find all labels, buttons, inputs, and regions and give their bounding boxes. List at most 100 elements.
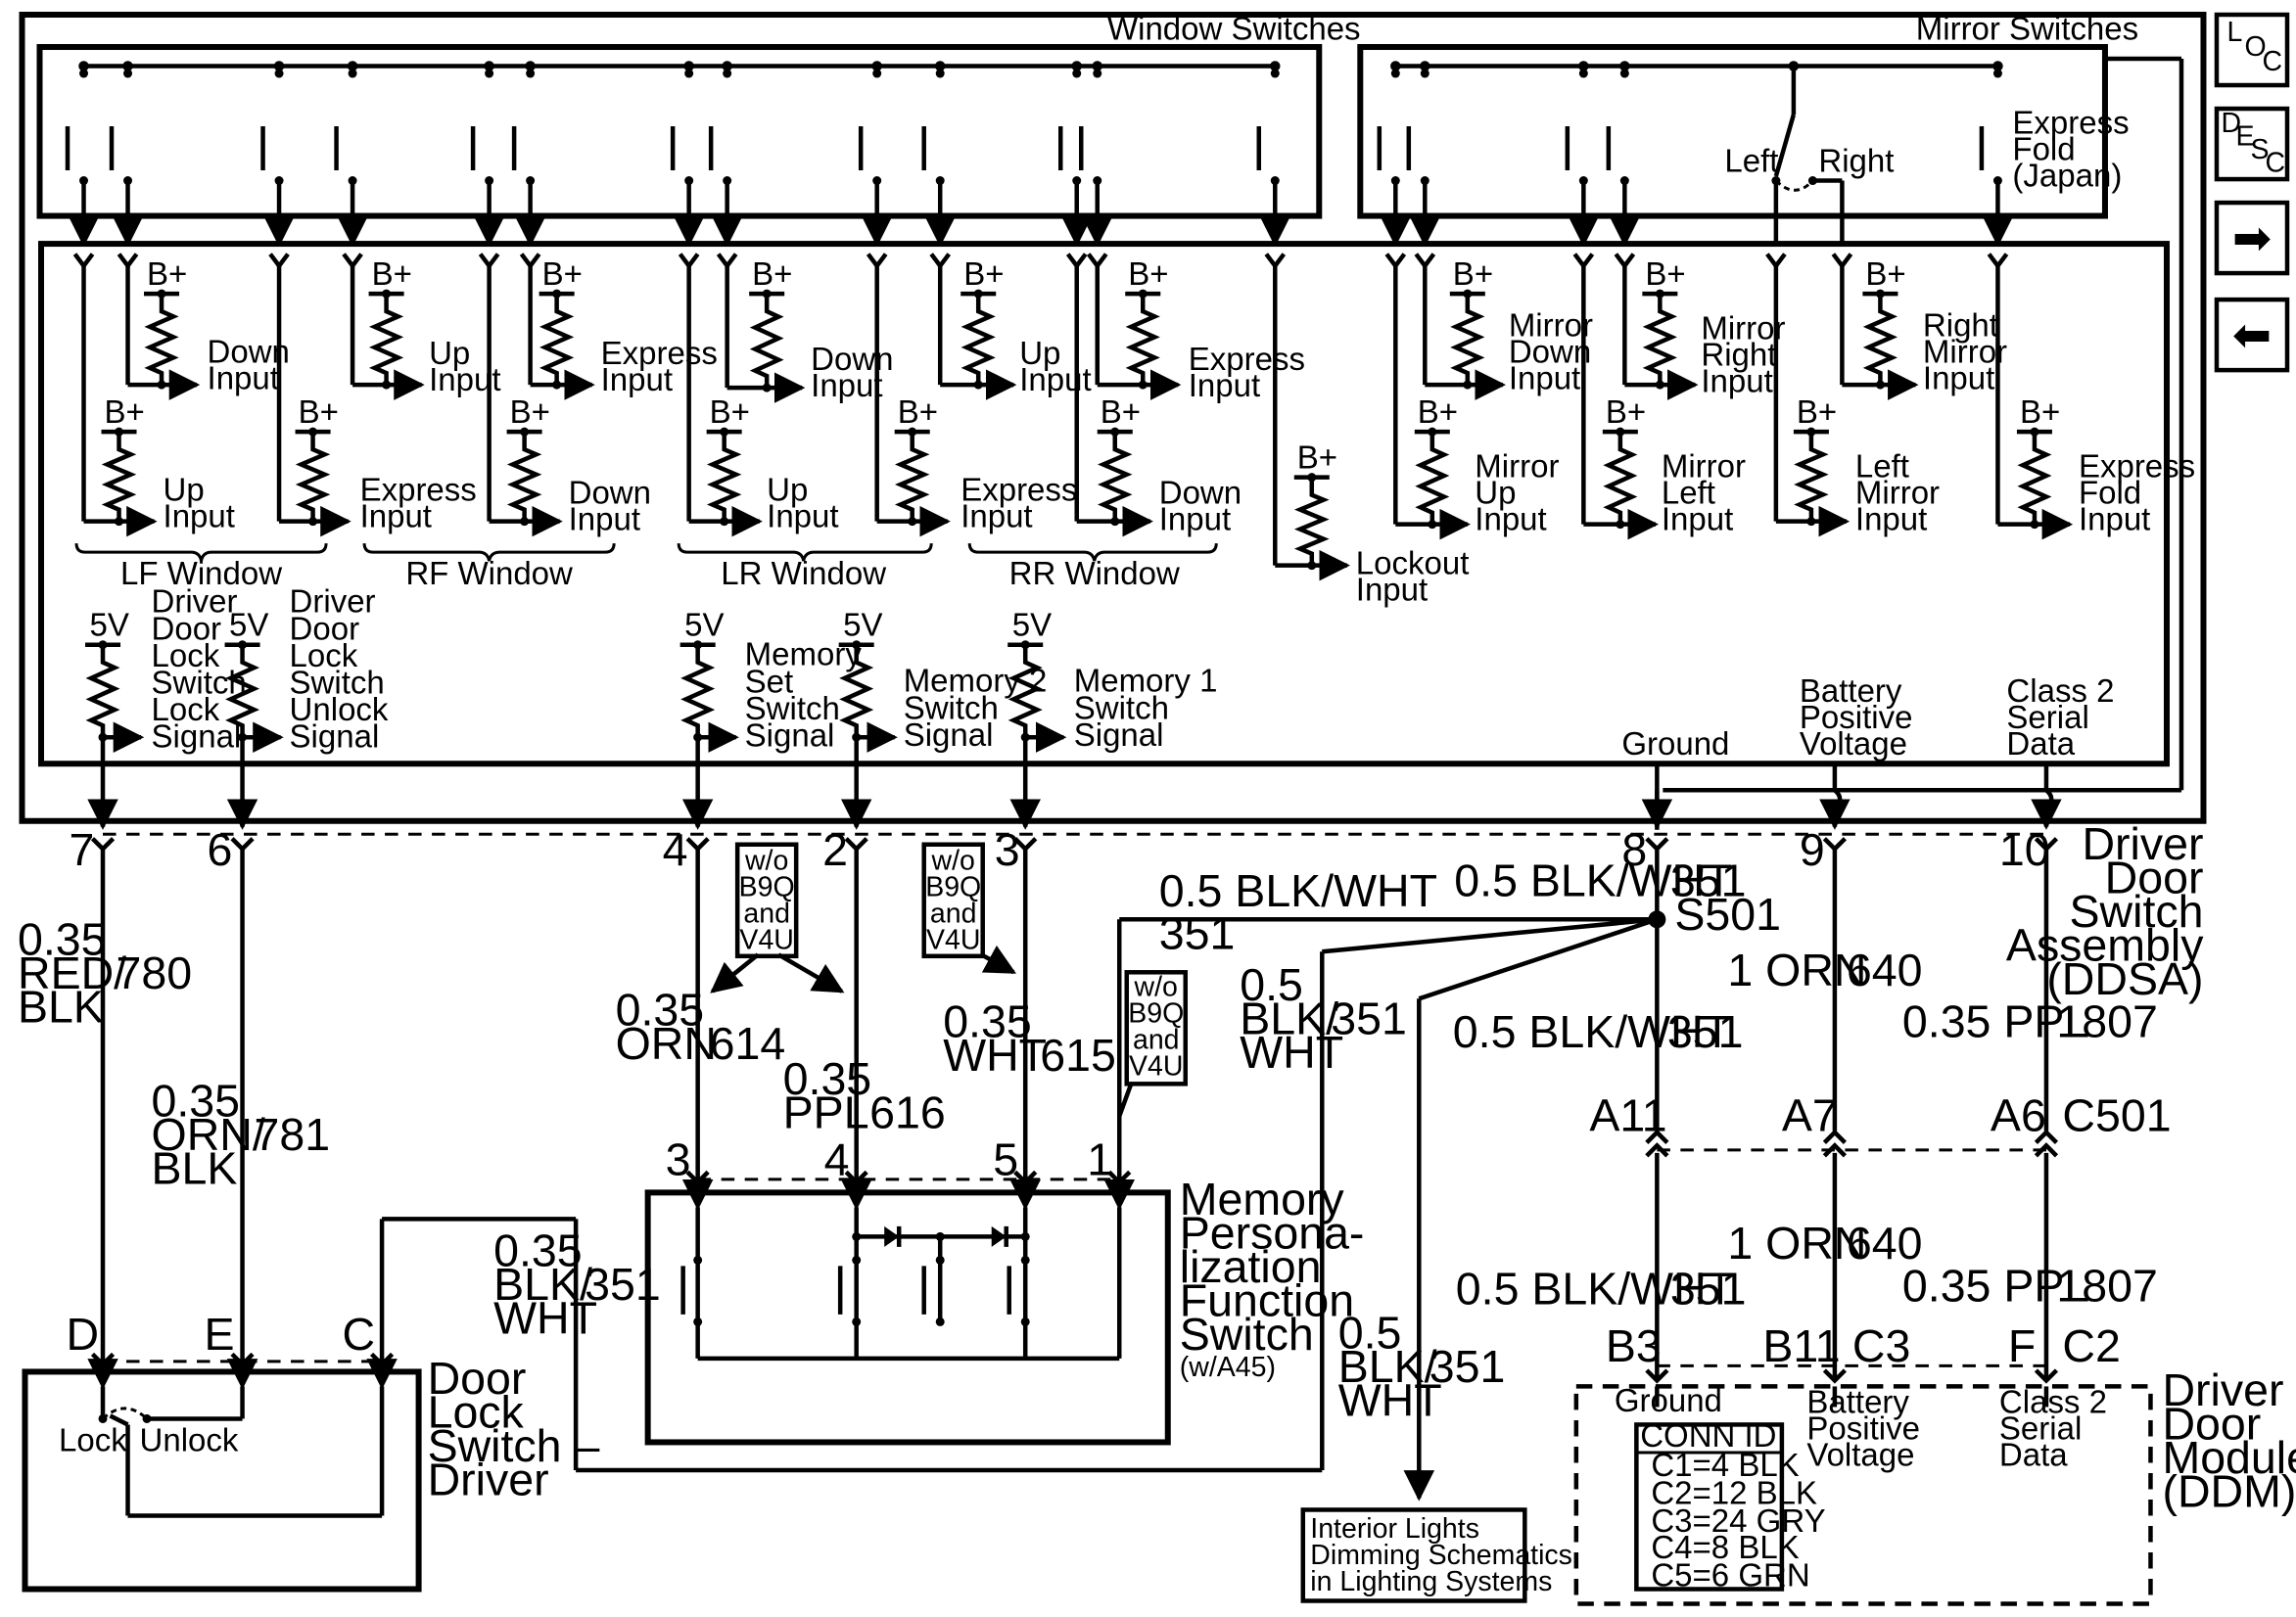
wire-1807-lower-label: 0.35 PPL 1807	[1902, 1260, 2158, 1311]
pin-9: 9	[1800, 824, 1825, 875]
bplus-label: B+	[510, 393, 550, 430]
bplus-label: B+	[1128, 255, 1168, 292]
svg-text:and: and	[930, 898, 977, 929]
bplus-label: B+	[710, 393, 750, 430]
memory1-signal-text: Memory 1	[1074, 663, 1218, 699]
svg-text:Assembly: Assembly	[2006, 919, 2204, 970]
bus-node	[1071, 61, 1082, 71]
module-pin	[1765, 253, 1787, 270]
bplus-label: B+	[898, 393, 938, 430]
module-pin	[1065, 253, 1088, 270]
svg-text:351: 351	[1429, 1341, 1506, 1392]
loc-button[interactable]: L O C	[2214, 12, 2290, 88]
interior-lights-reference[interactable]: Interior Lights Dimming Schematics in Li…	[1300, 1507, 1572, 1603]
module-inputs: B+DownInputB+UpInputB+ExpressInputB+Down…	[81, 255, 2195, 608]
left-mirror-input-text: Input	[1855, 501, 1927, 537]
pin-2: 2	[822, 824, 848, 875]
svg-text:Switch: Switch	[1180, 1309, 1314, 1360]
svg-text:1 ORN: 1 ORN	[1727, 1218, 1866, 1269]
v5-label: 5V	[843, 607, 882, 643]
wire-614-label: 0.35 ORN 614	[616, 984, 786, 1069]
svg-text:Dimming Schematics: Dimming Schematics	[1310, 1540, 1572, 1571]
ddsa-class2-label-3: Data	[2006, 725, 2075, 762]
module-pin	[117, 253, 139, 270]
mirror-selector-switch	[1771, 66, 1845, 245]
ddm-pin-c3: C3	[1852, 1320, 1910, 1371]
svg-text:Door: Door	[2162, 1398, 2261, 1449]
svg-text:BLK: BLK	[152, 1142, 238, 1193]
mirror-left-input-text: Left	[1662, 475, 1715, 511]
right-mirror-input-text: Right	[1923, 307, 1998, 344]
svg-text:RED/: RED/	[18, 947, 126, 998]
ddm-pin-b3: B3	[1606, 1320, 1662, 1371]
lock-signal-text: Door	[152, 610, 222, 646]
svg-text:0.5 BLK/WHT: 0.5 BLK/WHT	[1453, 1006, 1731, 1057]
svg-text:0.35: 0.35	[18, 913, 107, 964]
bus-node	[1390, 61, 1401, 71]
rf-down-input-text: Down	[569, 475, 651, 511]
ddsa-battery-label-3: Voltage	[1800, 725, 1907, 762]
arrow-right-icon: ➡	[2232, 211, 2272, 266]
previous-page-button[interactable]: ⬅	[2214, 297, 2290, 373]
express-fold-label-1: Express	[2012, 105, 2129, 141]
svg-text:V4U: V4U	[1129, 1050, 1183, 1082]
ddm-pin-b11: B11	[1762, 1320, 1840, 1371]
svg-text:and: and	[1133, 1024, 1180, 1055]
svg-text:Interior Lights: Interior Lights	[1310, 1513, 1479, 1545]
switch-contact	[708, 66, 743, 248]
bus-node	[1619, 61, 1630, 71]
module-pin	[1264, 253, 1287, 270]
svg-text:0.35: 0.35	[783, 1053, 872, 1104]
memory1-signal-text: Signal	[1074, 716, 1164, 753]
ddsa-ground-label: Ground	[1621, 725, 1729, 762]
bplus-label: B+	[542, 255, 583, 292]
svg-text:616: 616	[869, 1086, 946, 1137]
svg-text:w/o: w/o	[1134, 971, 1178, 1002]
module-pin	[478, 253, 500, 270]
bplus-label: B+	[105, 393, 145, 430]
bplus-label: B+	[1297, 439, 1337, 476]
svg-text:0.5: 0.5	[1240, 959, 1303, 1010]
svg-text:351: 351	[1159, 907, 1236, 958]
door-lock-pin-d: D	[67, 1309, 100, 1360]
bplus-label: B+	[963, 255, 1004, 292]
lockout-input-text: Input	[1356, 572, 1428, 608]
svg-text:V4U: V4U	[739, 924, 793, 955]
bplus-label: B+	[1418, 393, 1458, 430]
svg-text:(w/A45): (w/A45)	[1180, 1352, 1276, 1383]
svg-text:(DDM): (DDM)	[2162, 1465, 2296, 1516]
wire-to-memory-label: 0.5 BLK/WHT 351	[1159, 865, 1437, 959]
svg-text:ORN: ORN	[616, 1018, 717, 1069]
wire-to-c501-label: 0.5 BLK/WHT 351	[1453, 1006, 1744, 1057]
module-pin	[268, 253, 290, 270]
option-note-1: w/o B9Q and V4U	[734, 842, 799, 959]
option-note-3: w/o B9Q and V4U	[1124, 970, 1189, 1086]
svg-text:D: D	[2221, 108, 2241, 139]
ddsa-power-terminals	[1641, 763, 2062, 830]
lr-express-input-text: Express	[961, 472, 1077, 508]
desc-button[interactable]: D E S C	[2214, 106, 2290, 182]
svg-text:(DDSA): (DDSA)	[2046, 953, 2203, 1004]
bus-node	[1270, 61, 1281, 71]
rr-express-input-text: Input	[1189, 367, 1260, 403]
svg-text:Door: Door	[428, 1353, 527, 1404]
module-pin	[1414, 253, 1436, 270]
svg-text:Module: Module	[2162, 1432, 2296, 1483]
c501-pin-a7: A7	[1782, 1089, 1838, 1140]
rf-up-input-text: Up	[429, 335, 470, 371]
svg-text:0.5: 0.5	[1338, 1307, 1402, 1358]
lock-signal-text: Signal	[152, 718, 242, 755]
next-page-button[interactable]: ➡	[2214, 200, 2290, 276]
svg-text:WHT: WHT	[1240, 1027, 1343, 1078]
